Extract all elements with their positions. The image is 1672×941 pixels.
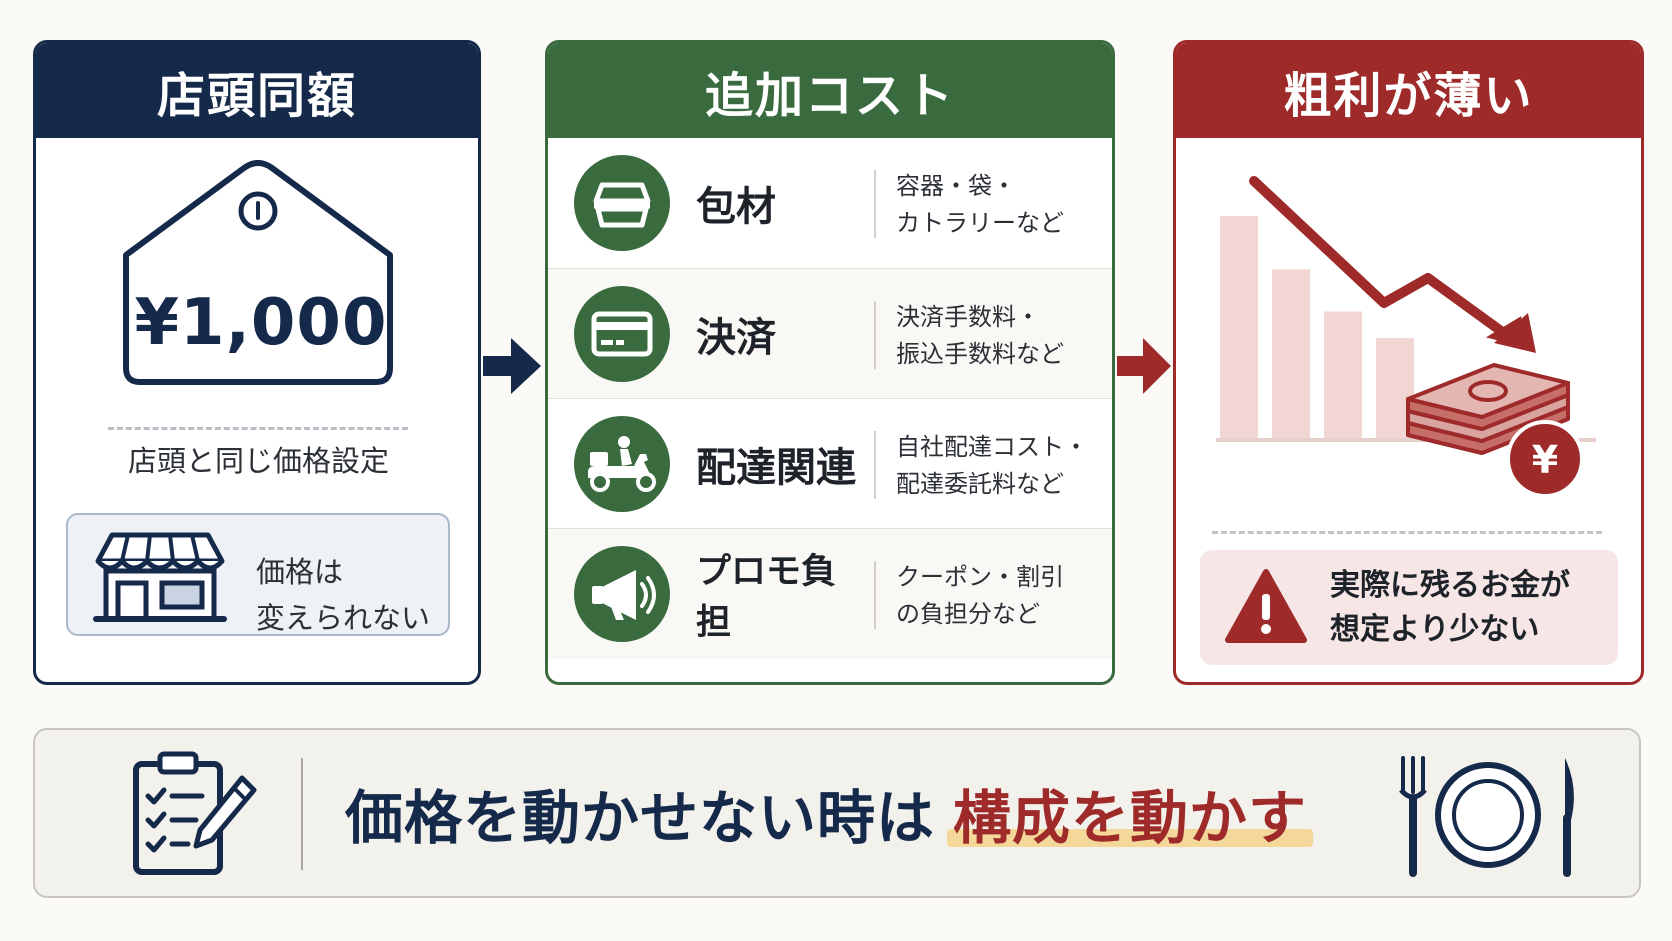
cost-item-desc: 容器・袋・ bbox=[896, 172, 1016, 200]
price-caption: 店頭と同じ価格設定 bbox=[127, 444, 389, 478]
conclusion-banner: 価格を動かせない時は 構成を動かす bbox=[33, 728, 1641, 898]
fixed-price-note: 価格は 変えられない bbox=[66, 513, 450, 636]
divider bbox=[108, 427, 408, 430]
cost-item-desc: 振込手数料など bbox=[896, 340, 1064, 368]
warning-icon bbox=[1225, 569, 1307, 643]
divider bbox=[301, 758, 303, 870]
cost-item-desc: の負担分など bbox=[896, 600, 1040, 628]
alert-line-2: 想定より少ない bbox=[1330, 612, 1540, 647]
yen-coin-icon: ¥ bbox=[1506, 420, 1584, 498]
cost-item-promotion: プロモ負担 クーポン・割引 の負担分など bbox=[548, 528, 1112, 659]
credit-card-icon bbox=[591, 311, 653, 357]
trend-down-icon bbox=[1249, 176, 1517, 344]
cash-stack-icon bbox=[1406, 363, 1570, 455]
margin-alert: 実際に残るお金が 想定より少ない bbox=[1200, 550, 1618, 665]
cost-item-title: 配達関連 bbox=[696, 445, 856, 491]
cutlery-plate-icon bbox=[1399, 756, 1574, 877]
yen-symbol: ¥ bbox=[1532, 438, 1558, 482]
cost-item-desc: 決済手数料・ bbox=[896, 303, 1040, 331]
cost-item-delivery: 配達関連 自社配達コスト・ 配達委託料など bbox=[548, 398, 1112, 529]
checklist-clipboard-icon bbox=[133, 751, 257, 875]
banner-highlight-text: 構成を動かす bbox=[953, 784, 1308, 852]
price-panel-title: 店頭同額 bbox=[36, 43, 478, 138]
cost-item-title: プロモ負担 bbox=[696, 552, 837, 643]
price-tag-icon bbox=[123, 160, 393, 385]
arrow-right-icon bbox=[1117, 338, 1171, 394]
cost-item-packaging: 包材 容器・袋・ カトラリーなど bbox=[548, 138, 1112, 268]
highlight-marker bbox=[947, 829, 1314, 847]
cost-panel: 追加コスト 包材 容器・袋・ カトラリーなど 決済 決 bbox=[545, 40, 1115, 685]
chart-bar bbox=[1324, 311, 1362, 438]
cost-panel-title: 追加コスト bbox=[548, 43, 1112, 138]
container-icon bbox=[593, 182, 651, 228]
banner-main-text: 価格を動かせない時は bbox=[345, 784, 936, 852]
cost-item-desc: クーポン・割引 bbox=[896, 563, 1064, 591]
tag-price-text: ¥1,000 bbox=[134, 286, 388, 360]
cost-item-title: 包材 bbox=[696, 184, 776, 230]
cost-item-desc: 配達委託料など bbox=[896, 470, 1064, 498]
cost-item-desc: 自社配達コスト・ bbox=[896, 433, 1088, 461]
chart-bar bbox=[1272, 269, 1310, 438]
margin-panel: 粗利が薄い ¥ 実際に残るお金が 想定より少ない bbox=[1173, 40, 1644, 685]
alert-line-1: 実際に残るお金が bbox=[1330, 568, 1570, 603]
price-panel: 店頭同額 ¥1,000 店頭と同じ価格設定 価格は bbox=[33, 40, 481, 685]
note-line-2: 変えられない bbox=[256, 601, 431, 635]
cost-item-payment: 決済 決済手数料・ 振込手数料など bbox=[548, 268, 1112, 399]
cost-item-desc: カトラリーなど bbox=[896, 209, 1064, 237]
margin-panel-title: 粗利が薄い bbox=[1176, 43, 1641, 138]
store-icon bbox=[93, 532, 227, 622]
divider bbox=[1212, 531, 1602, 534]
cost-item-title: 決済 bbox=[696, 315, 776, 361]
delivery-scooter-icon bbox=[588, 436, 656, 492]
note-line-1: 価格は bbox=[256, 555, 344, 589]
chart-bar bbox=[1220, 216, 1258, 438]
arrow-right-icon bbox=[483, 338, 541, 394]
megaphone-icon bbox=[592, 570, 656, 620]
